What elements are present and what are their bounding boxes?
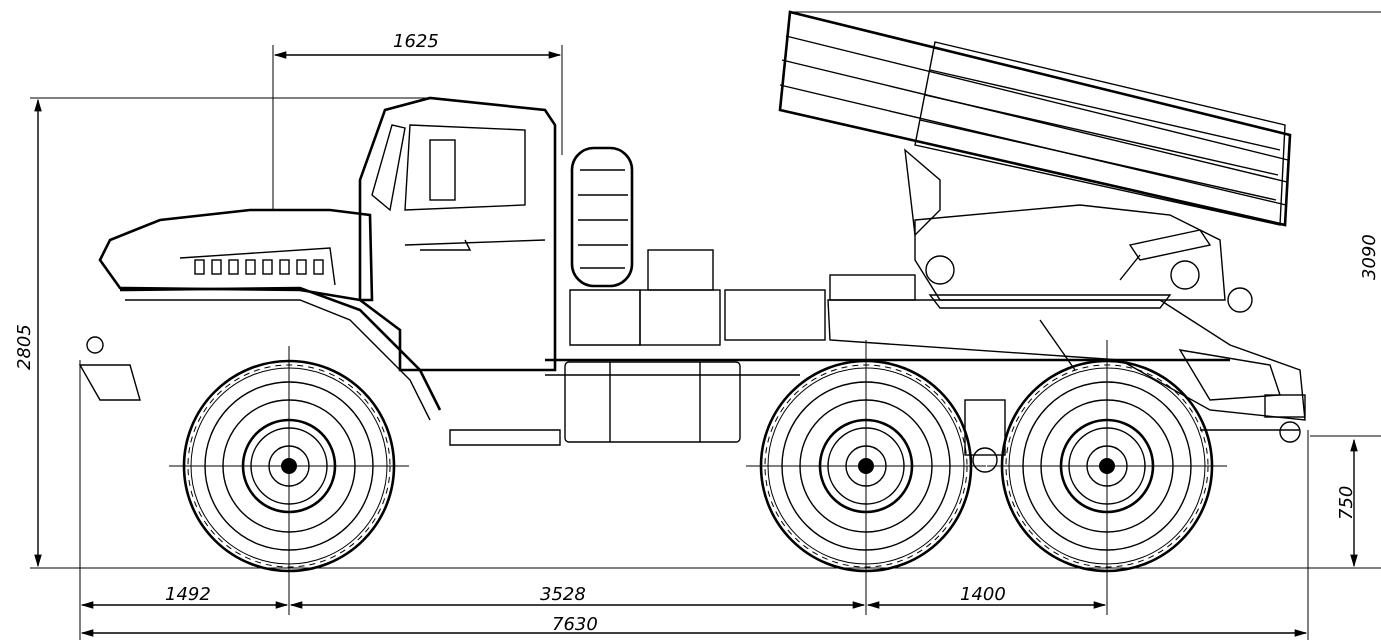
dim-launcher-height: 3090 [1359,234,1380,280]
dim-overall-length: 7630 [552,614,598,635]
truck-hood [78,208,442,421]
tire-treads [187,364,1209,568]
spare-wheel [570,146,634,288]
truck-cab [358,96,557,372]
dim-overall-height: 2805 [14,324,35,370]
launcher-base [827,294,1306,443]
middle-wheel [744,344,988,588]
rear-wheel [985,344,1229,588]
hood-vents [194,259,324,275]
dim-wheelbase-front: 3528 [540,584,586,605]
rocket-launcher-pack [778,10,1292,313]
dim-cab-to-front-axle: 1625 [393,31,439,52]
dim-ground-clearance: 750 [1336,486,1357,520]
dimension-lines [34,51,1358,637]
dim-wheelbase-rear: 1400 [960,584,1006,605]
front-wheel [167,344,411,588]
dim-front-overhang: 1492 [165,584,211,605]
chassis [449,249,1300,473]
